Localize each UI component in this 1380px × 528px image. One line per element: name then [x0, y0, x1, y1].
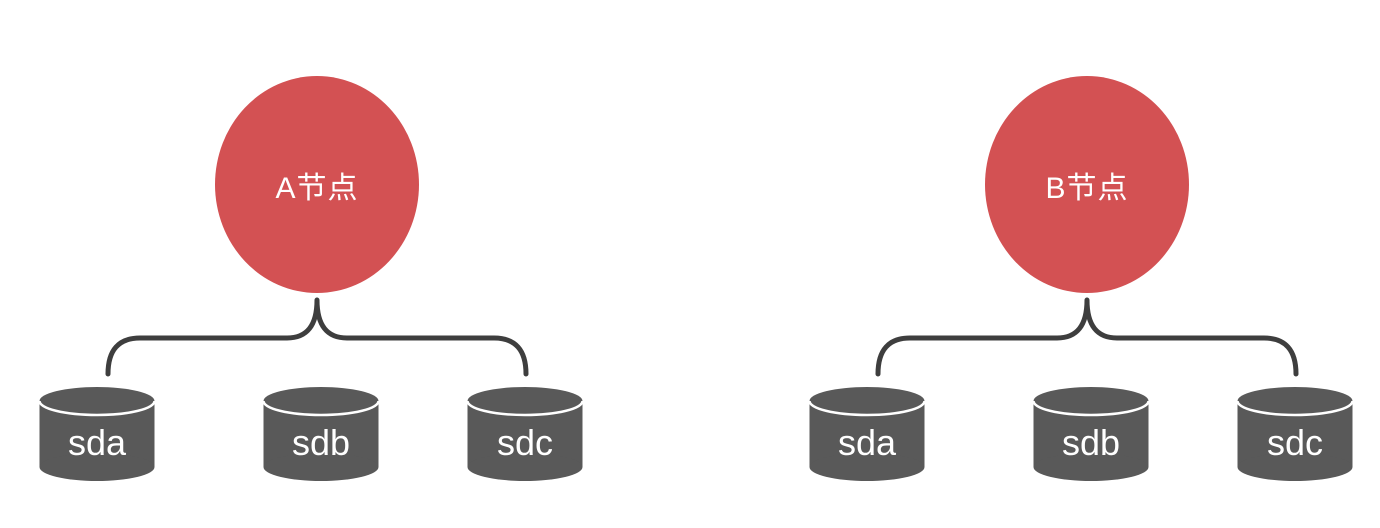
node-a-label: A节点	[275, 171, 359, 205]
cylinder-icon	[1236, 387, 1354, 481]
cylinder-icon	[1032, 387, 1150, 481]
disk-label: sdc	[496, 422, 554, 463]
cylinder-icon	[262, 387, 380, 481]
node-group-a: A节点 sda sdb	[36, 0, 586, 528]
disk-a-sdc: sdc	[466, 386, 584, 482]
disk-a-sdb: sdb	[262, 386, 380, 482]
disk-label: sda	[67, 422, 127, 463]
cylinder-icon	[38, 387, 156, 481]
disk-a-sda: sda	[38, 386, 156, 482]
cylinder-icon	[808, 387, 926, 481]
disk-b-sdb: sdb	[1032, 386, 1150, 482]
node-b-circle: B节点	[985, 76, 1189, 293]
disk-b-sda: sda	[808, 386, 926, 482]
disk-b-sdc: sdc	[1236, 386, 1354, 482]
node-a-circle: A节点	[215, 76, 419, 293]
node-b-label: B节点	[1045, 171, 1129, 205]
disk-label: sda	[837, 422, 897, 463]
disk-label: sdb	[1061, 422, 1121, 463]
node-group-b: B节点 sda sdb	[806, 0, 1356, 528]
disk-label: sdb	[291, 422, 351, 463]
disk-label: sdc	[1266, 422, 1324, 463]
cylinder-icon	[466, 387, 584, 481]
